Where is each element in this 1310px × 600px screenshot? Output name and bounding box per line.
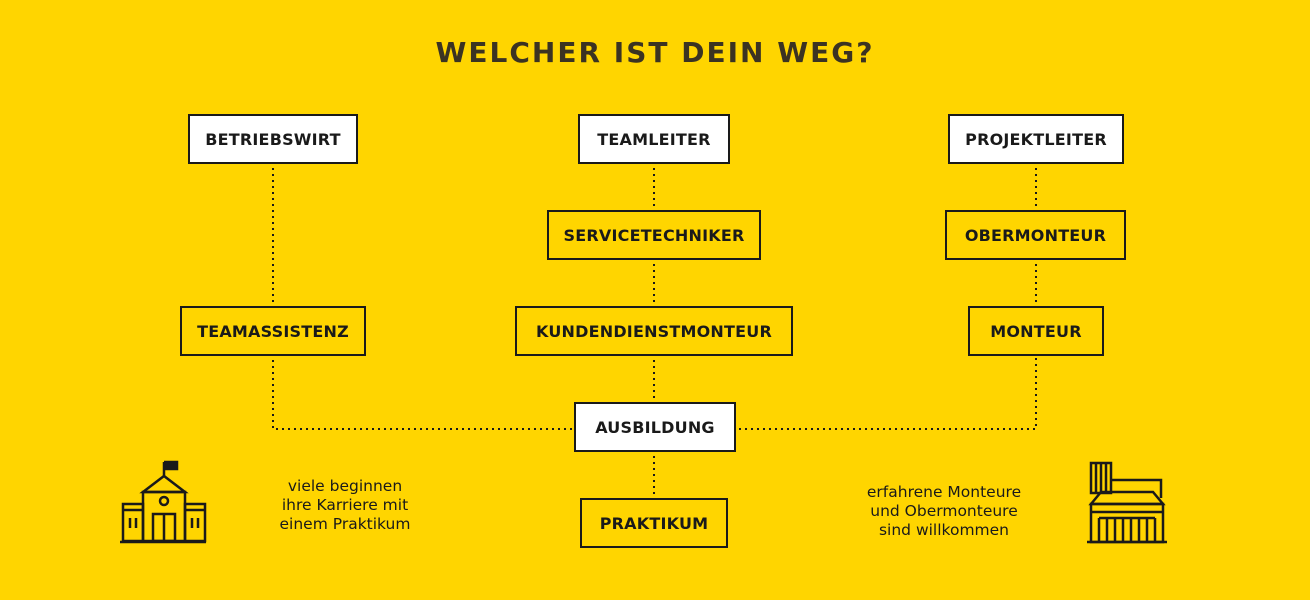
note-right-line: sind willkommen <box>878 521 1010 539</box>
node-monteur: MONTEUR <box>968 306 1104 356</box>
note-right-line: erfahrene Monteure <box>866 483 1022 501</box>
node-kundendienstmonteur: KUNDENDIENSTMONTEUR <box>515 306 793 356</box>
note-left: viele beginnen ihre Karriere mit einem P… <box>262 477 428 534</box>
connector-teamassistenz-ausbildung <box>272 360 574 430</box>
node-betriebswirt: BETRIEBSWIRT <box>188 114 358 164</box>
note-right: erfahrene Monteure und Obermonteure sind… <box>848 483 1040 540</box>
note-left-line: ihre Karriere mit <box>281 496 409 514</box>
node-teamleiter: TEAMLEITER <box>578 114 730 164</box>
school-building-icon <box>120 460 207 544</box>
node-praktikum: PRAKTIKUM <box>580 498 728 548</box>
node-projektleiter: PROJEKTLEITER <box>948 114 1124 164</box>
page-title: WELCHER IST DEIN WEG? <box>435 36 875 69</box>
note-left-line: viele beginnen <box>287 477 403 495</box>
note-left-line: einem Praktikum <box>279 515 411 533</box>
connector-monteur-ausbildung <box>736 358 1037 430</box>
factory-building-icon <box>1087 461 1167 544</box>
note-right-line: und Obermonteure <box>870 502 1018 520</box>
node-ausbildung: AUSBILDUNG <box>574 402 736 452</box>
node-teamassistenz: TEAMASSISTENZ <box>180 306 366 356</box>
node-obermonteur: OBERMONTEUR <box>945 210 1126 260</box>
node-servicetechniker: SERVICETECHNIKER <box>547 210 761 260</box>
